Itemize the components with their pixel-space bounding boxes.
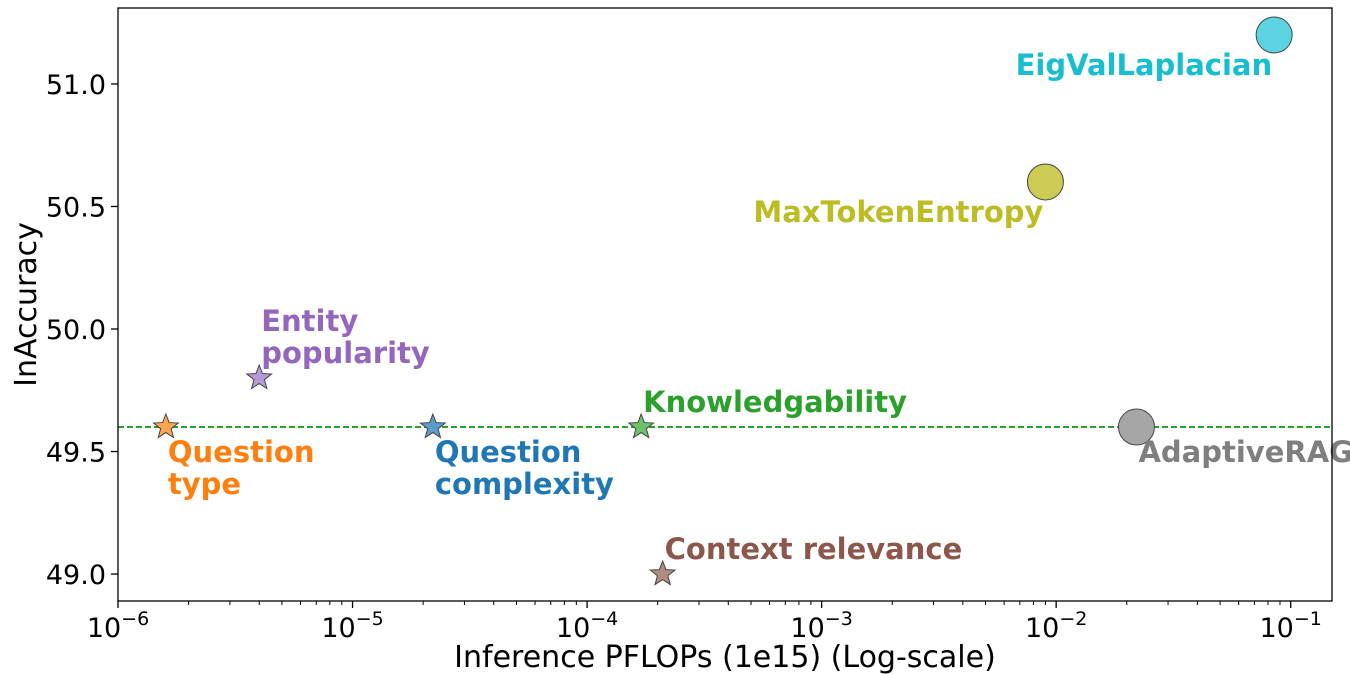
point-label: Context relevance xyxy=(665,532,963,566)
star-marker xyxy=(627,412,655,439)
y-tick-label: 50.0 xyxy=(46,315,106,346)
x-tick-label: 10−4 xyxy=(556,608,618,644)
y-axis-title: InAccuracy xyxy=(9,222,44,387)
x-tick-label: 10−2 xyxy=(1025,608,1087,644)
x-tick-label: 10−6 xyxy=(87,608,149,644)
y-tick-label: 49.0 xyxy=(46,560,106,591)
point-label: Knowledgability xyxy=(643,385,907,419)
star-marker xyxy=(419,412,447,439)
x-tick-label: 10−1 xyxy=(1260,608,1322,644)
y-tick-label: 51.0 xyxy=(46,70,106,101)
y-tick-label: 50.5 xyxy=(46,192,106,223)
x-axis-title: Inference PFLOPs (1e15) (Log-scale) xyxy=(454,640,996,674)
x-tick-label: 10−3 xyxy=(790,608,852,644)
point-label: AdaptiveRAG xyxy=(1138,435,1350,469)
point-label: MaxTokenEntropy xyxy=(753,195,1043,229)
circle-marker xyxy=(1117,408,1155,446)
star-marker xyxy=(648,559,677,586)
circle-marker xyxy=(1255,16,1293,54)
star-marker xyxy=(245,363,273,390)
point-label: EigValLaplacian xyxy=(1016,48,1273,82)
x-tick-label: 10−5 xyxy=(321,608,383,644)
circle-marker xyxy=(1026,163,1064,201)
plot-area-frame xyxy=(117,7,1333,602)
star-marker xyxy=(152,412,180,439)
y-tick-label: 49.5 xyxy=(46,438,106,469)
